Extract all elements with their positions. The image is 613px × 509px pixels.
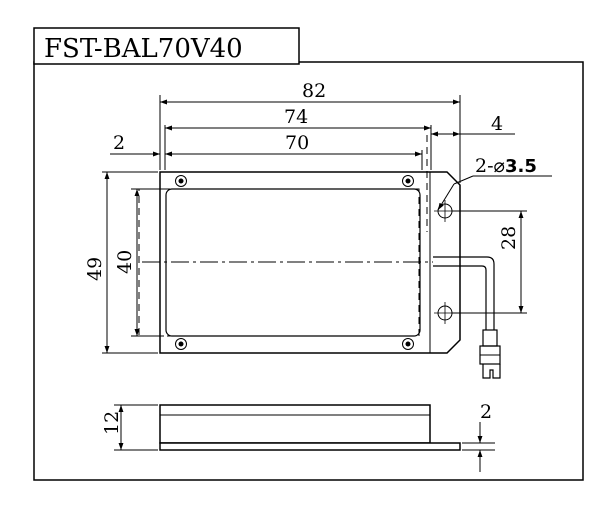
dim-offset-left: 2	[113, 132, 125, 154]
top-view	[138, 135, 501, 379]
drawing-frame	[33, 61, 584, 481]
dim-hole-pitch: 28	[498, 226, 520, 250]
title-block: FST-BAL70V40	[33, 27, 300, 65]
dim-overall-height: 49	[84, 257, 106, 281]
dim-window-height: 40	[114, 250, 136, 274]
hole-callout-prefix: 2-⌀	[475, 155, 505, 177]
side-view-dimensions	[114, 404, 495, 472]
part-number-title: FST-BAL70V40	[44, 34, 243, 64]
hole-callout: 2-⌀3.5	[475, 155, 537, 177]
corner-screws	[175, 175, 414, 350]
side-view	[159, 404, 461, 451]
dim-overall-width: 82	[302, 80, 326, 102]
dimensions-vertical	[102, 171, 527, 354]
dimensions-horizontal	[110, 95, 515, 183]
hole-callout-leader	[437, 175, 552, 211]
dim-window-width: 70	[285, 132, 309, 154]
dim-offset-right: 4	[491, 113, 503, 135]
dim-thickness: 12	[101, 411, 123, 435]
housing-outline	[159, 171, 461, 354]
dim-base-thickness: 2	[480, 401, 492, 423]
cable-connector	[433, 256, 501, 379]
mounting-holes	[434, 200, 457, 324]
dim-emitting-width: 74	[284, 106, 308, 128]
hole-callout-size: 3.5	[505, 156, 537, 177]
